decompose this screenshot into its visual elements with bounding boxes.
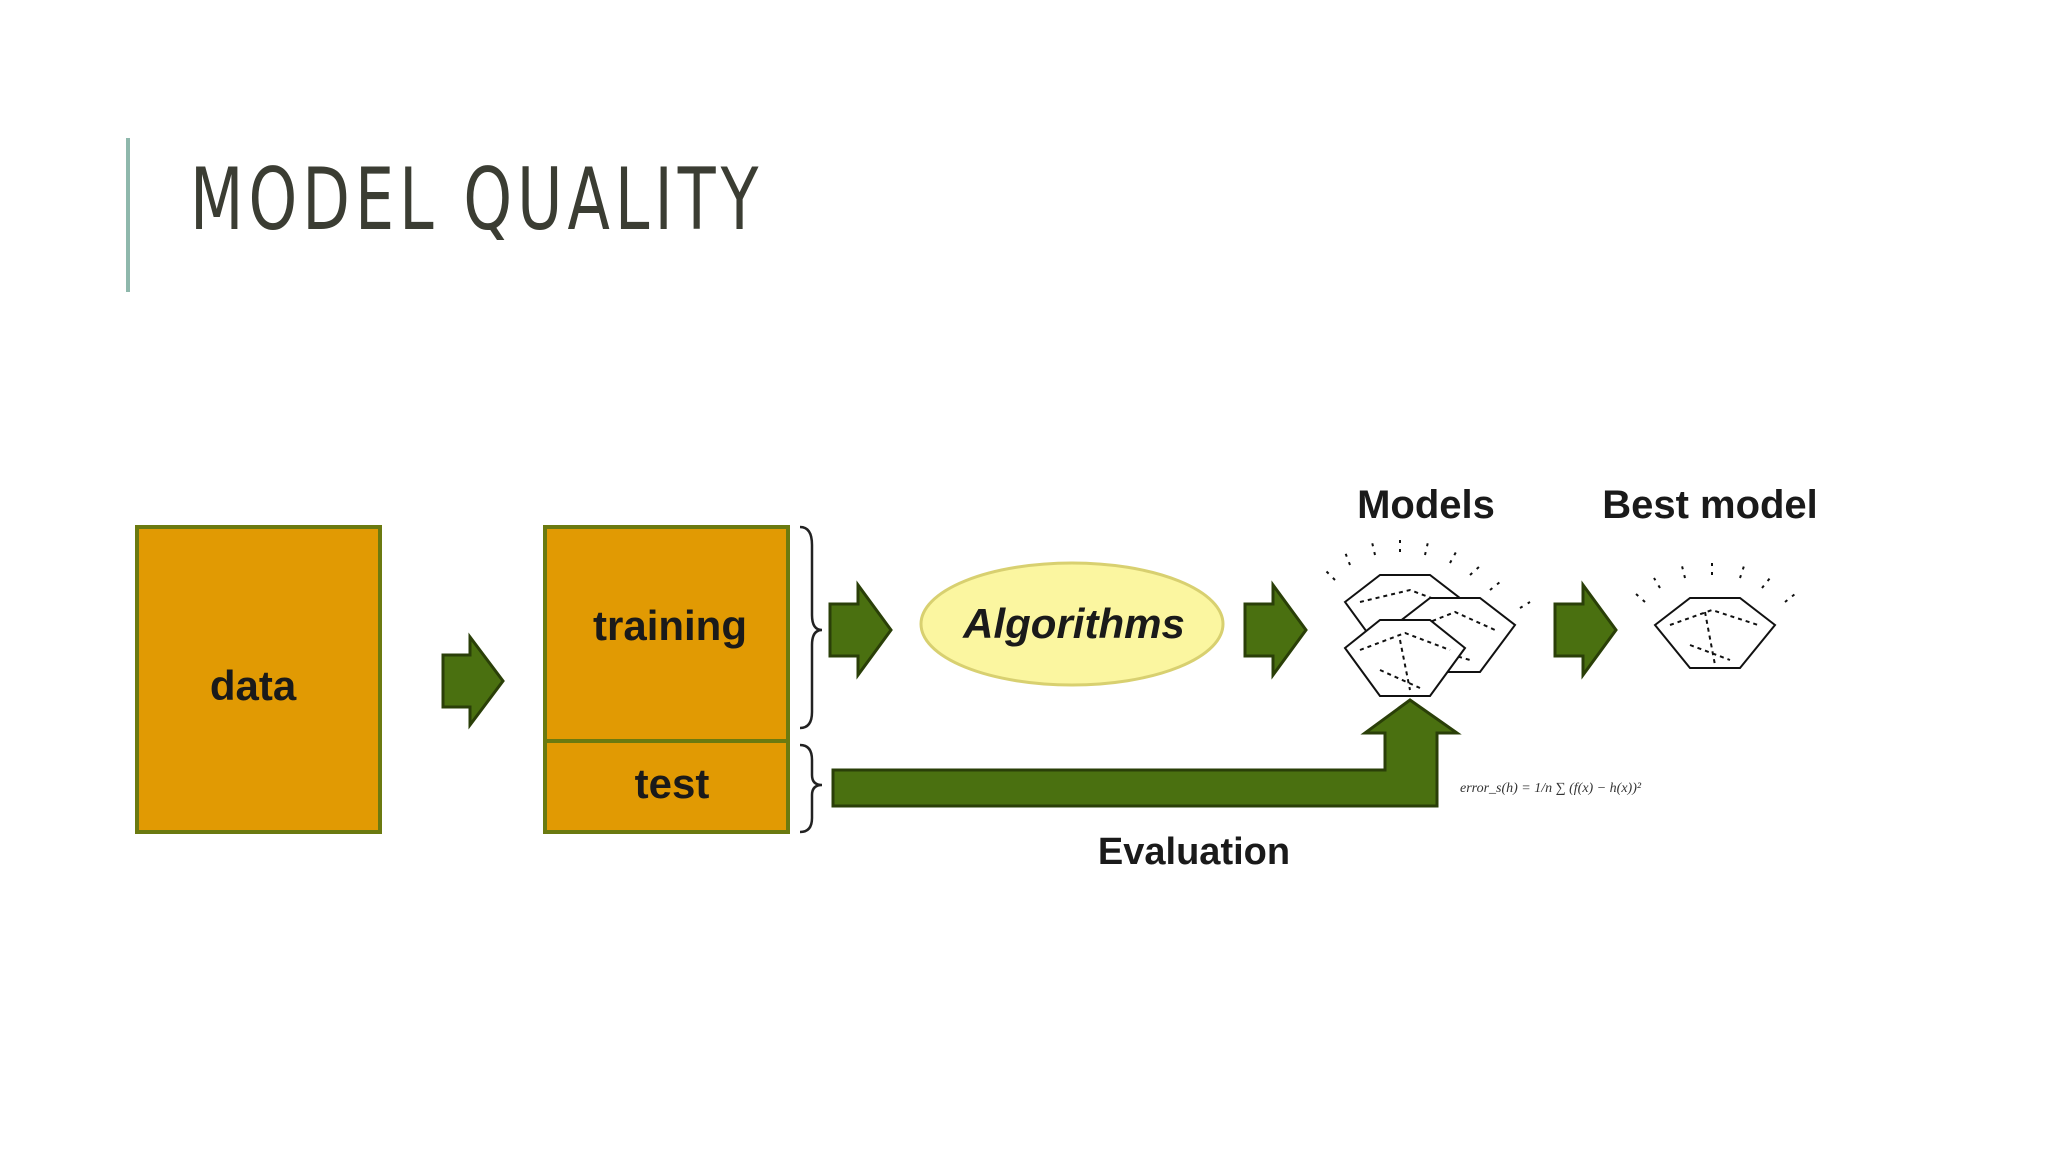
error-formula: error_s(h) = 1/n ∑ (f(x) − h(x))²	[1460, 781, 1642, 796]
training-box	[543, 525, 790, 743]
arrow-data-to-split	[441, 632, 505, 730]
test-box	[543, 739, 790, 834]
training-brace	[799, 525, 823, 730]
best-model-label: Best model	[1602, 483, 1818, 527]
models-icon	[1324, 540, 1531, 697]
arrow-algorithms-to-models	[1243, 580, 1308, 680]
evaluation-arrow	[831, 698, 1462, 808]
algorithms-label: Algorithms	[962, 600, 1185, 647]
algorithms-ellipse	[919, 561, 1225, 687]
best-model-icon	[1635, 562, 1796, 669]
title-accent-bar	[126, 138, 130, 292]
data-box	[135, 525, 382, 834]
data-label: data	[210, 662, 297, 709]
evaluation-label: Evaluation	[1098, 831, 1290, 873]
test-brace	[799, 743, 823, 834]
arrow-models-to-best	[1553, 580, 1618, 680]
test-label: test	[635, 760, 710, 807]
models-label: Models	[1357, 483, 1495, 527]
slide-title: MODEL QUALITY	[190, 150, 764, 250]
training-label: training	[593, 602, 747, 649]
arrow-training-to-algorithms	[828, 580, 893, 680]
